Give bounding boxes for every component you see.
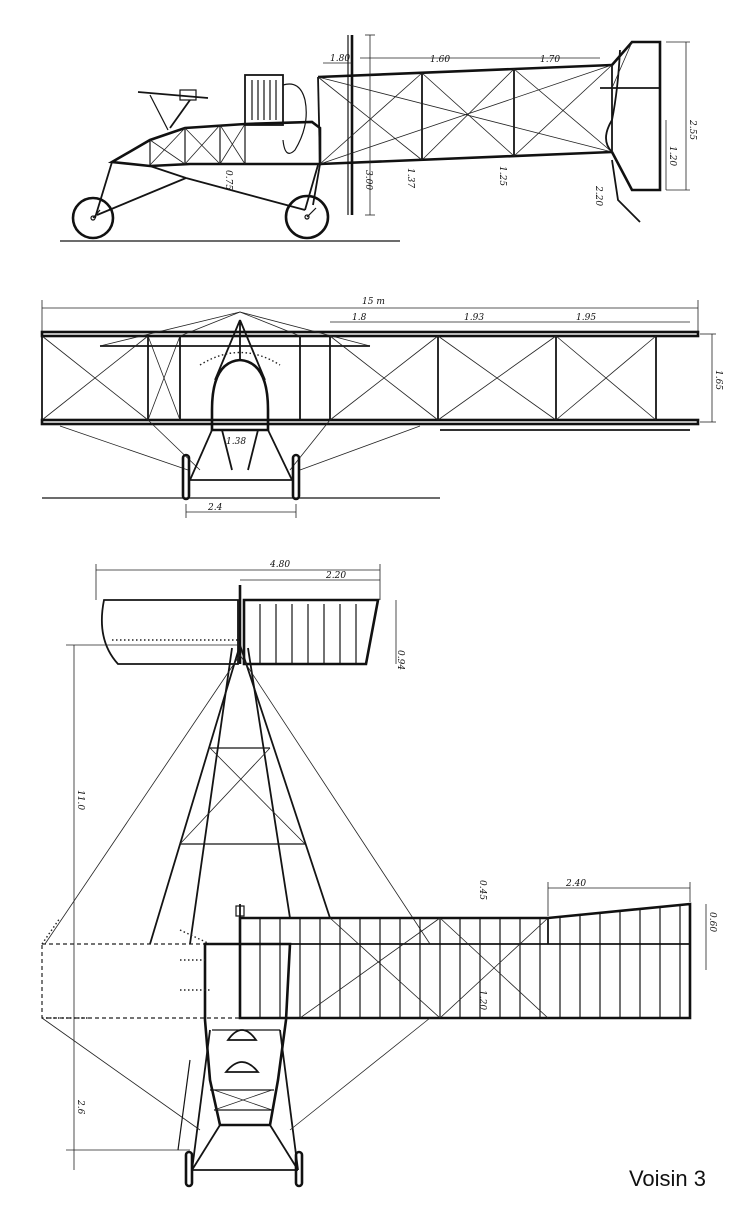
dim-label: 1.70 [540, 55, 560, 65]
tail-dim-label: 4.80 [269, 560, 290, 570]
length-dim-label: 2.6 [75, 1099, 85, 1115]
dim-label: 1.80 [330, 54, 350, 64]
wing-dim-label: 2.40 [565, 879, 586, 889]
tail-dim-label: 2.20 [325, 571, 346, 581]
dim-label: 1.20 [667, 146, 677, 166]
wing-dim-label: 0.45 [477, 880, 487, 900]
bay-label: 1.95 [576, 313, 596, 323]
bay-label: 1.93 [464, 313, 484, 323]
caption: Voisin 3 [628, 1166, 706, 1191]
cell-label: 1.38 [226, 437, 246, 447]
span-label: 15 m [362, 297, 385, 307]
tail-dim-label: 0.94 [395, 650, 405, 670]
wing-dim-label: 1.20 [477, 990, 487, 1010]
dim-label: 1.37 [405, 168, 415, 188]
bay-label: 1.8 [352, 313, 367, 323]
dim-label: 2.20 [593, 185, 603, 206]
track-label: 2.4 [207, 503, 223, 513]
dim-label: 3.00 [363, 170, 373, 190]
side-view: 1.80 1.60 1.70 2.55 1.20 3.00 1.37 1.25 … [60, 34, 697, 242]
dim-label: 1.60 [430, 55, 450, 65]
dim-label: 1.25 [497, 166, 507, 186]
front-view: 15 m 1.8 1.93 1.95 [40, 297, 723, 518]
dim-label: 0.75 [223, 170, 233, 190]
plan-view: 4.80 2.20 0.94 11.0 2.6 [41, 560, 717, 1188]
dim-label: 2.55 [687, 119, 697, 140]
length-dim-label: 11.0 [75, 790, 85, 810]
gap-label: 1.65 [713, 370, 723, 390]
wing-dim-label: 0.60 [707, 912, 717, 932]
